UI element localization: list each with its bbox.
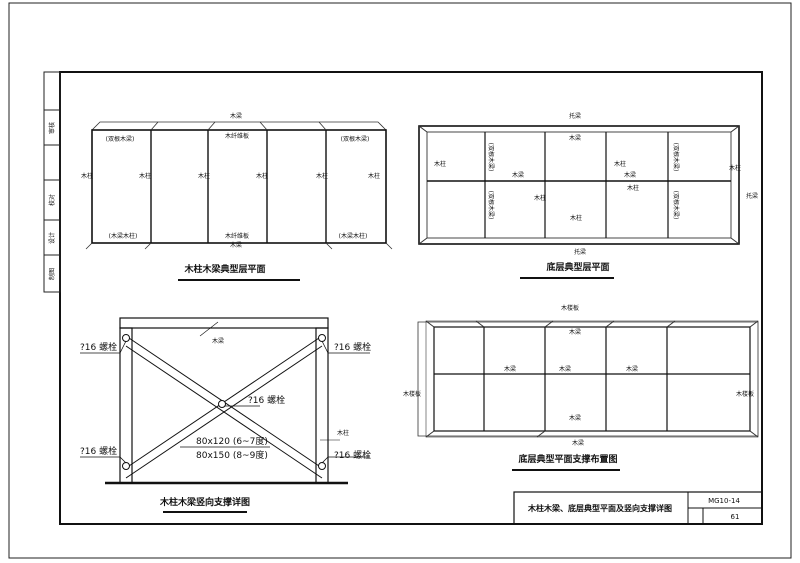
wbp-title: 木柱木梁典型层平面 <box>183 263 265 275</box>
wbp-col-4: 木柱 <box>256 172 268 180</box>
wbp-tag-b1: 木纤维板 <box>225 132 249 140</box>
gbp-tag-c: 木梁 <box>626 365 638 373</box>
wbp-tag-c1: (木梁木柱) <box>109 232 138 240</box>
wbp-col-3: 木柱 <box>198 172 210 180</box>
gsp-tag-a4: (双根木梁) <box>672 191 680 220</box>
gsp-col-4: 木柱 <box>570 214 582 222</box>
gsp-tag-a1: (双根木梁) <box>487 143 495 172</box>
gbp-tag-b: 木梁 <box>559 365 571 373</box>
ground-steel-plan: 托梁 木梁 托梁 托梁 (双根木梁) (双根木梁) (双根木梁) (双根木梁) … <box>418 112 758 279</box>
gsp-col-5: 木柱 <box>627 184 639 192</box>
be-bolt-br: ?16 螺栓 <box>334 449 371 461</box>
be-bolt-tl: ?16 螺栓 <box>80 341 117 353</box>
title-block: 木柱木梁、底层典型平面及竖向支撑详图 MG10-14 61 <box>513 491 763 525</box>
ground-brace-plan: 木楼板 木梁 木梁 木楼板 木楼板 木梁 木梁 木梁 木梁 底层典型平面支撑布置… <box>403 304 759 471</box>
gsp-col-6: 木柱 <box>729 164 741 172</box>
gsp-mid-label: 木梁 <box>569 134 581 142</box>
gbp-top-label: 木楼板 <box>561 304 579 312</box>
be-title: 木柱木梁竖向支撑详图 <box>159 496 250 508</box>
gbp-bottom-tag: 木梁 <box>572 439 584 447</box>
wbp-col-2: 木柱 <box>139 172 151 180</box>
gbp-title: 底层典型平面支撑布置图 <box>518 453 617 465</box>
wbp-tag-a2: (双根木梁) <box>341 135 370 143</box>
drawing-frame <box>59 71 763 525</box>
side-strip-label-2: 校对 <box>48 194 56 206</box>
wbp-top-label: 木梁 <box>230 112 242 120</box>
gbp-side-left: 木楼板 <box>403 390 421 398</box>
gsp-tag-a3: (双根木梁) <box>487 191 495 220</box>
be-top-beam-label: 木梁 <box>212 337 224 345</box>
gsp-title: 底层典型层平面 <box>546 261 609 273</box>
be-bolt-center: ?16 螺栓 <box>248 394 285 406</box>
be-size-1: 80x120 (6~7度) <box>196 435 268 447</box>
wbp-bottom-label: 木梁 <box>230 241 242 249</box>
gsp-tag-b2: 木梁 <box>624 171 636 179</box>
wbp-tag-c2: (木梁木柱) <box>339 232 368 240</box>
gsp-tag-a2: (双根木梁) <box>672 143 680 172</box>
gsp-bottom-label: 托梁 <box>574 248 586 256</box>
gbp-mid-label: 木梁 <box>569 328 581 336</box>
gsp-col-1: 木柱 <box>434 160 446 168</box>
wbp-col-1: 木柱 <box>81 172 93 180</box>
be-bolt-bl: ?16 螺栓 <box>80 445 117 457</box>
sheet-title: 木柱木梁、底层典型平面及竖向支撑详图 <box>527 503 672 513</box>
gsp-col-3: 木柱 <box>534 194 546 202</box>
side-strip: 审核 校对 设计 制图 <box>43 71 61 293</box>
gsp-col-2: 木柱 <box>614 160 626 168</box>
wbp-col-6: 木柱 <box>368 172 380 180</box>
side-strip-label-4: 制图 <box>48 268 56 280</box>
gsp-tag-b1: 木梁 <box>512 171 524 179</box>
wbp-col-5: 木柱 <box>316 172 328 180</box>
gsp-side-label: 托梁 <box>746 192 758 200</box>
page-number: 61 <box>731 513 740 521</box>
be-size-2: 80x150 (8~9度) <box>196 449 268 461</box>
be-column-label: 木柱 <box>337 429 349 437</box>
gbp-bottom-label: 木梁 <box>569 414 581 422</box>
gbp-side-right: 木楼板 <box>736 390 754 398</box>
gbp-tag-a: 木梁 <box>504 365 516 373</box>
drawing-number: MG10-14 <box>708 497 740 505</box>
gsp-top-label: 托梁 <box>569 112 581 120</box>
wbp-tag-b2: 木纤维板 <box>225 232 249 240</box>
wood-beam-plan: 木梁 木梁 (双根木梁) (双根木梁) (木梁木柱) (木梁木柱) 木纤维板 木… <box>81 112 393 281</box>
be-bolt-tr: ?16 螺栓 <box>334 341 371 353</box>
side-strip-label-3: 设计 <box>48 232 56 244</box>
bracing-elevation: 木梁 木柱 ?16 螺栓 ?16 螺栓 ?16 螺栓 ?16 螺栓 ?16 螺栓… <box>80 317 371 513</box>
page-border <box>8 2 792 559</box>
side-strip-label-1: 审核 <box>48 122 56 134</box>
wbp-tag-a1: (双根木梁) <box>106 135 135 143</box>
